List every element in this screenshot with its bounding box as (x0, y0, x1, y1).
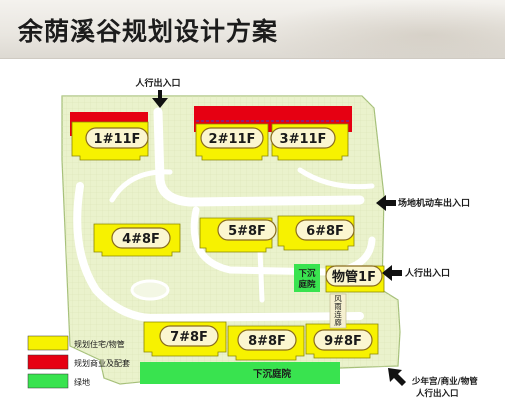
legend-label: 绿地 (74, 377, 90, 387)
sunken-garden-small-text: 庭院 (298, 279, 316, 290)
building-label: 6#8F (306, 224, 344, 239)
legend-label: 规划商业及配套 (74, 358, 130, 368)
building-label: 2#11F (209, 132, 256, 147)
corridor-text: 连 (334, 309, 342, 319)
sunken-garden-large-text: 下沉庭院 (253, 368, 292, 380)
label-9: 9#8F (313, 329, 373, 351)
pm-label: 物管1F (332, 269, 376, 285)
brush-decoration (245, 0, 505, 58)
corridor-text: 风 (334, 294, 342, 303)
wind-rain-corridor (329, 293, 347, 329)
sunken-garden-small-text: 下沉 (298, 268, 316, 279)
bottom-entrance: 少年宫/商业/物管 (411, 376, 478, 387)
legend-swatch-commercial (27, 354, 69, 370)
corridor-text: 廊 (334, 317, 342, 327)
arrow-bottom (388, 368, 406, 386)
building-label: 9#8F (324, 334, 362, 349)
pedestrian-entrance-top: 人行出入口 (134, 77, 180, 89)
building-label: 5#8F (228, 224, 266, 239)
label-8: 8#8F (237, 329, 297, 351)
label-7: 7#8F (159, 325, 219, 347)
sunken-garden-large (140, 362, 340, 384)
internal-roads (73, 107, 376, 323)
building-label: 1#11F (94, 132, 141, 147)
building-label: 4#8F (122, 232, 160, 247)
building-label: 8#8F (248, 334, 286, 349)
sunken-garden-small (294, 264, 320, 292)
legend-label: 规划住宅/物管 (74, 339, 125, 349)
legend-swatch-green (27, 373, 69, 389)
arrow-top (152, 90, 168, 108)
label-6: 6#8F (295, 219, 355, 241)
building-label: 3#11F (280, 132, 327, 147)
label-3: 3#11F (270, 127, 336, 149)
label-1: 1#11F (85, 127, 149, 149)
legend-swatch-residential (27, 335, 69, 351)
label-4: 4#8F (111, 227, 171, 249)
pedestrian-entrance-right: 人行出入口 (404, 267, 450, 279)
corridor-text: 雨 (334, 302, 342, 311)
label-pm: 物管1F (325, 265, 383, 287)
building-labels: 1#11F 2#11F 3#11F 4#8F 5#8F 6#8F 物管1F 7#… (85, 127, 383, 351)
label-2: 2#11F (200, 127, 264, 149)
arrow-vehicle (376, 195, 396, 211)
legend: 规划住宅/物管 规划商业及配套 绿地 (27, 335, 130, 389)
label-5: 5#8F (217, 219, 277, 241)
bottom-entrance: 人行出入口 (416, 388, 459, 399)
arrow-pedestrian-right (382, 265, 402, 281)
vehicle-entrance: 场地机动车出入口 (398, 197, 470, 209)
page-title: 余荫溪谷规划设计方案 (18, 17, 279, 46)
building-label: 7#8F (170, 330, 208, 345)
title-banner: 余荫溪谷规划设计方案 (0, 0, 505, 59)
